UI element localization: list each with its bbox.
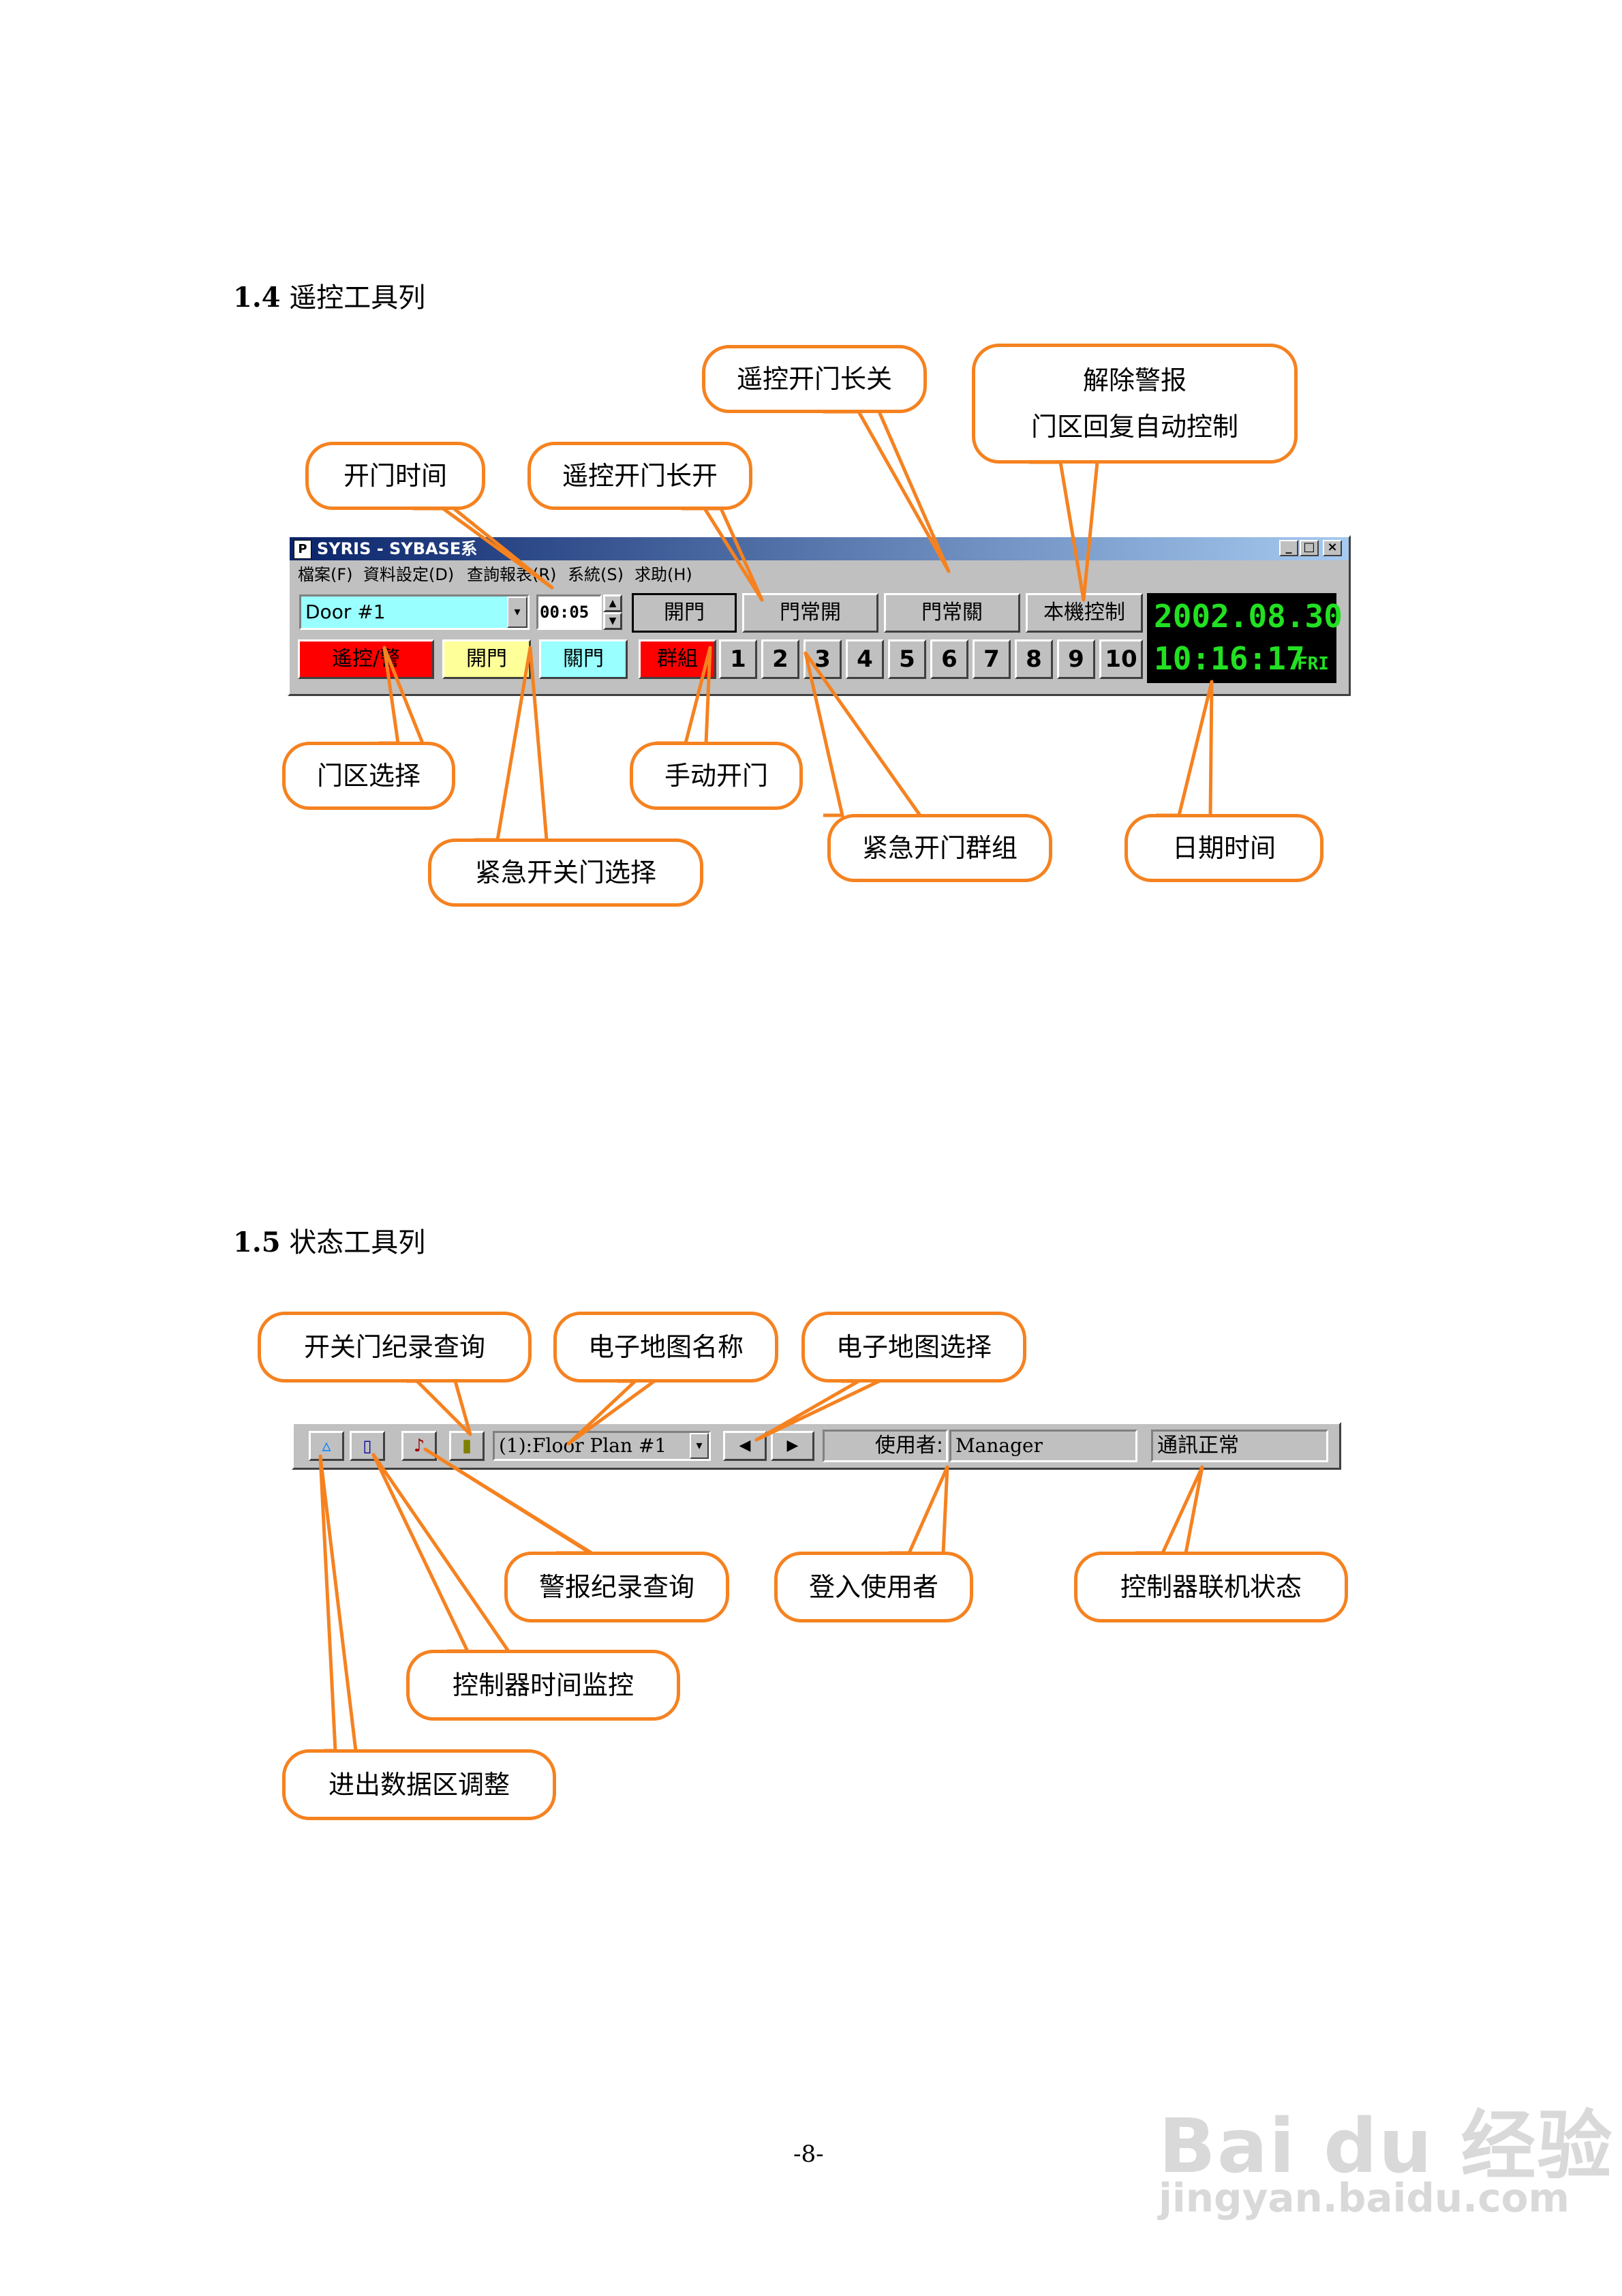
menu-data-settings[interactable]: 資料設定(D) bbox=[363, 565, 455, 584]
time-spin-up[interactable]: ▲ bbox=[603, 594, 622, 612]
group-button-6[interactable]: 6 bbox=[930, 639, 968, 679]
user-label: 使用者: bbox=[823, 1430, 948, 1462]
callout-controller-time: 控制器时间监控 bbox=[406, 1650, 680, 1721]
menu-system[interactable]: 系統(S) bbox=[568, 565, 624, 584]
remote-alarm-button[interactable]: 遙控/警 bbox=[298, 639, 434, 679]
callout-data-area: 进出数据区调整 bbox=[282, 1749, 556, 1820]
leader-date-time bbox=[1156, 680, 1214, 817]
data-area-icon[interactable]: ▵ bbox=[309, 1431, 344, 1461]
emergency-open-button[interactable]: 開門 bbox=[442, 639, 531, 679]
callout-controller-status: 控制器联机状态 bbox=[1074, 1552, 1348, 1622]
controller-time-icon[interactable]: ▯ bbox=[350, 1431, 385, 1461]
alarm-bell-icon[interactable]: ♪ bbox=[401, 1431, 437, 1461]
close-button[interactable]: × bbox=[1323, 540, 1342, 556]
group-button-9[interactable]: 9 bbox=[1057, 639, 1095, 679]
chevron-down-icon[interactable]: ▾ bbox=[690, 1433, 709, 1459]
normally-closed-button[interactable]: 門常關 bbox=[884, 593, 1020, 633]
group-button-7[interactable]: 7 bbox=[973, 639, 1011, 679]
group-button-4[interactable]: 4 bbox=[846, 639, 884, 679]
menubar: 檔案(F) 資料設定(D) 查詢報表(R) 系統(S) 求助(H) bbox=[290, 562, 1349, 588]
section-15-title: 状态工具列 bbox=[289, 1227, 426, 1258]
leader-login-user bbox=[889, 1465, 949, 1555]
emergency-close-button[interactable]: 關門 bbox=[539, 639, 628, 679]
callout-open-time: 开门时间 bbox=[305, 442, 485, 510]
group-button-8[interactable]: 8 bbox=[1015, 639, 1053, 679]
user-name: Manager bbox=[949, 1430, 1137, 1462]
door-log-icon[interactable]: ▮ bbox=[449, 1431, 485, 1461]
leader-controller-time bbox=[371, 1453, 510, 1653]
window-titlebar: P SYRIS - SYBASE系 _ □ × bbox=[290, 537, 1349, 560]
callout-date-time: 日期时间 bbox=[1124, 814, 1323, 882]
group-button-5[interactable]: 5 bbox=[888, 639, 926, 679]
callout-login-user: 登入使用者 bbox=[774, 1552, 973, 1622]
callout-door-area: 门区选择 bbox=[282, 742, 455, 810]
door-select-dropdown[interactable]: Door #1 ▾ bbox=[299, 594, 530, 630]
status-toolbar: ▵ ▯ ♪ ▮ (1):Floor Plan #1 ▾ ◀ ▶ 使用者: Man… bbox=[292, 1422, 1341, 1470]
maximize-button[interactable]: □ bbox=[1300, 540, 1319, 556]
chevron-down-icon[interactable]: ▾ bbox=[507, 596, 527, 628]
section-14-number: 1.4 bbox=[233, 282, 281, 314]
callout-emergency-select: 紧急开关门选择 bbox=[428, 839, 703, 907]
floor-plan-dropdown[interactable]: (1):Floor Plan #1 ▾ bbox=[493, 1431, 711, 1461]
remote-toolbar-window: P SYRIS - SYBASE系 _ □ × 檔案(F) 資料設定(D) 查詢… bbox=[288, 535, 1351, 696]
section-15-heading: 1.5 状态工具列 bbox=[233, 1220, 425, 1260]
minimize-button[interactable]: _ bbox=[1279, 540, 1298, 556]
weekday-text: FRI bbox=[1297, 654, 1329, 674]
section-14-heading: 1.4 遥控工具列 bbox=[233, 275, 425, 315]
group-button-1[interactable]: 1 bbox=[719, 639, 757, 679]
menu-query-report[interactable]: 查詢報表(R) bbox=[467, 565, 557, 584]
group-button[interactable]: 群組 bbox=[639, 639, 716, 679]
open-time-field[interactable]: 00:05 bbox=[536, 594, 602, 630]
callout-remote-close: 遥控开门长关 bbox=[702, 345, 927, 413]
next-map-button[interactable]: ▶ bbox=[771, 1431, 814, 1461]
callout-map-select: 电子地图选择 bbox=[801, 1312, 1026, 1383]
local-control-button[interactable]: 本機控制 bbox=[1026, 593, 1143, 633]
page-number: -8- bbox=[793, 2141, 824, 2168]
app-icon: P bbox=[294, 540, 311, 559]
leader-controller-status bbox=[1135, 1465, 1204, 1555]
section-14-title: 遥控工具列 bbox=[289, 282, 426, 314]
open-door-button[interactable]: 開門 bbox=[632, 593, 737, 633]
callout-door-log: 开关门纪录查询 bbox=[258, 1312, 532, 1383]
callout-map-name: 电子地图名称 bbox=[553, 1312, 778, 1383]
normally-open-button[interactable]: 門常開 bbox=[742, 593, 878, 633]
time-spin-down[interactable]: ▼ bbox=[603, 612, 622, 630]
datetime-display: 2002.08.30 10:16:17 FRI bbox=[1147, 593, 1343, 683]
baidu-jingyan-watermark-logo: Bai du 经验 bbox=[1159, 2102, 1614, 2190]
comm-status: 通訊正常 bbox=[1151, 1430, 1328, 1462]
group-button-2[interactable]: 2 bbox=[761, 639, 799, 679]
group-button-3[interactable]: 3 bbox=[804, 639, 842, 679]
baidu-jingyan-watermark-url: jingyan.baidu.com bbox=[1159, 2175, 1570, 2221]
callout-remote-open: 遥控开门长开 bbox=[527, 442, 752, 510]
menu-file[interactable]: 檔案(F) bbox=[298, 565, 353, 584]
time-text: 10:16:17 bbox=[1154, 640, 1305, 677]
leader-data-area bbox=[318, 1454, 358, 1753]
date-text: 2002.08.30 bbox=[1154, 598, 1343, 635]
callout-manual-open: 手动开门 bbox=[630, 742, 803, 810]
callout-alarm-log: 警报纪录查询 bbox=[504, 1552, 729, 1622]
group-button-10[interactable]: 10 bbox=[1099, 639, 1143, 679]
callout-clear-alarm: 解除警报 门区回复自动控制 bbox=[972, 344, 1298, 464]
callout-emergency-group: 紧急开门群组 bbox=[827, 814, 1052, 882]
prev-map-button[interactable]: ◀ bbox=[723, 1431, 767, 1461]
section-15-number: 1.5 bbox=[233, 1226, 281, 1258]
menu-help[interactable]: 求助(H) bbox=[634, 565, 692, 584]
